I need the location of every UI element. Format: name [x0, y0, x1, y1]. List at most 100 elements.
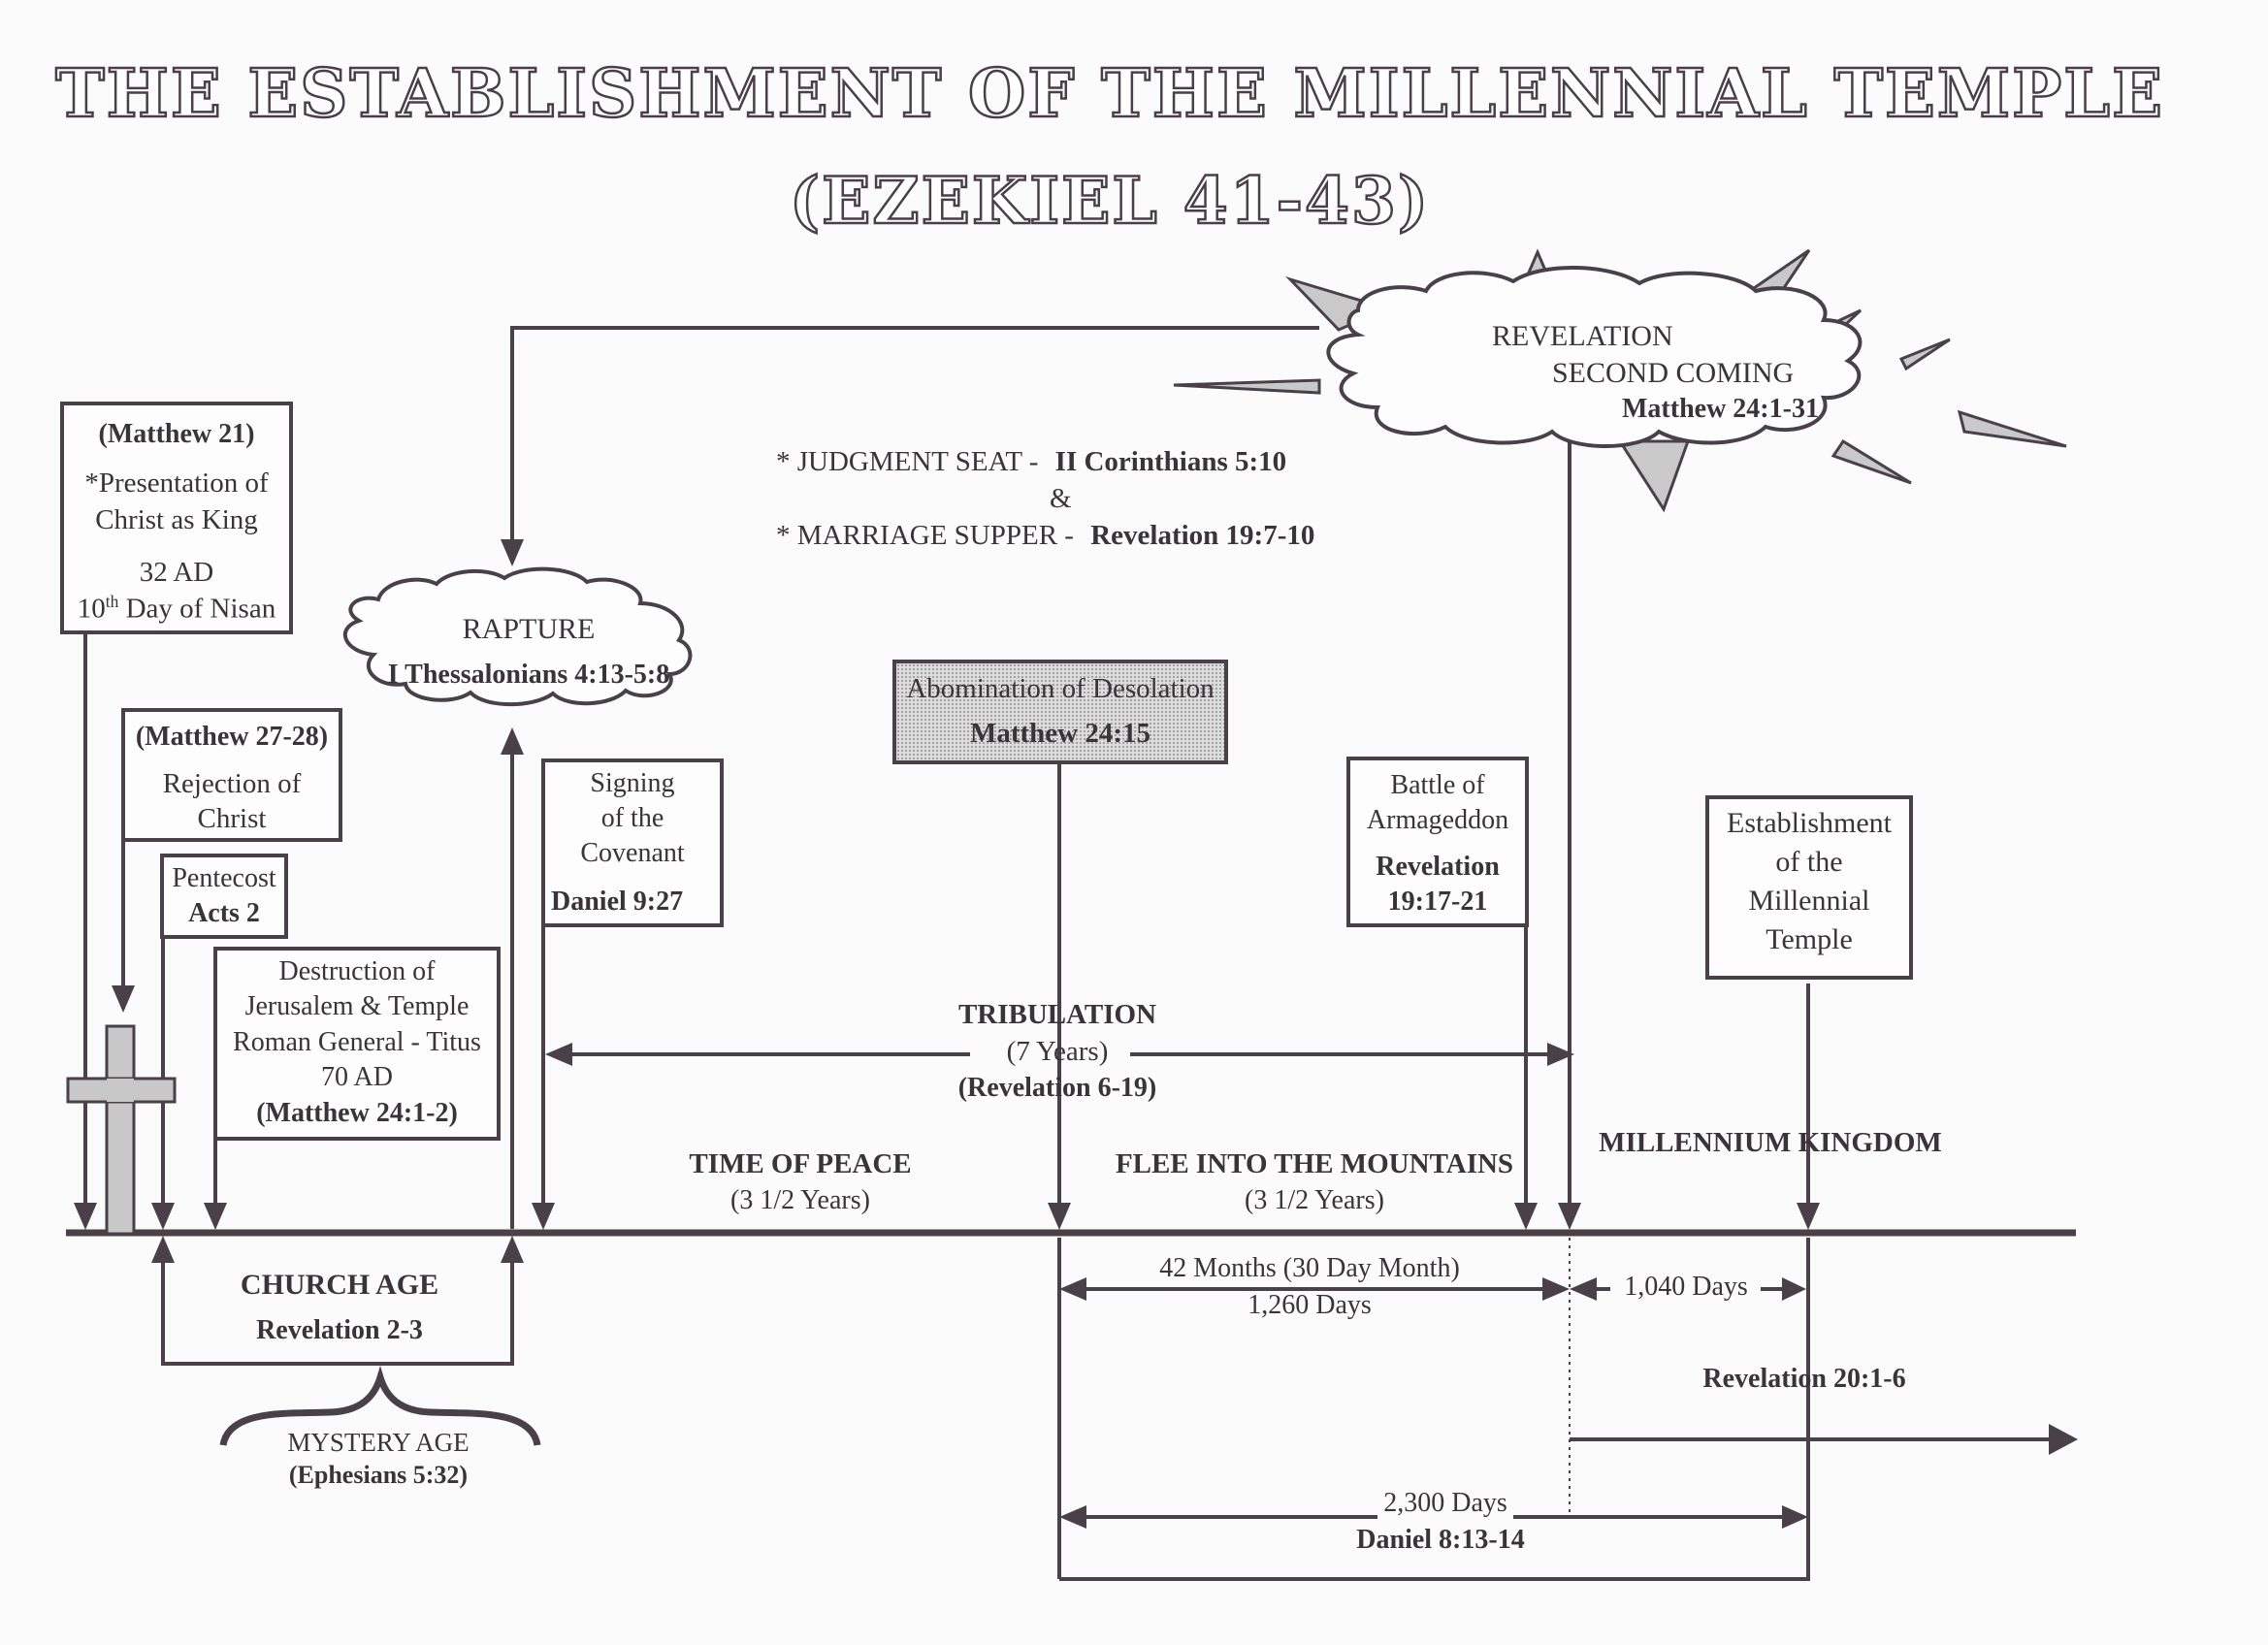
- destruction-year: 70 AD: [321, 1062, 393, 1092]
- rapture-cloud: [342, 566, 693, 707]
- arrow-down: [74, 1203, 97, 1230]
- second-coming-line2: SECOND COMING: [1552, 357, 1795, 389]
- second-coming-cloud: [1326, 266, 1863, 448]
- mystery-age-ref: (Ephesians 5:32): [288, 1461, 469, 1489]
- rejection-line2: Christ: [197, 803, 267, 834]
- cross-icon: [66, 1024, 177, 1236]
- arrow-up: [501, 727, 524, 755]
- armageddon-line2: Armageddon: [1366, 805, 1509, 835]
- judgment-ampersand: &: [1050, 483, 1072, 514]
- arrow-down: [112, 985, 135, 1013]
- covenant-line3: Covenant: [580, 838, 685, 868]
- presentation-box: (Matthew 21) *Presentation of Christ as …: [60, 402, 293, 634]
- peace-label: TIME OF PEACE: [689, 1148, 912, 1179]
- rapture-ref: I Thessalonians 4:13-5:8: [387, 660, 670, 690]
- covenant-ref: Daniel 9:27: [551, 887, 684, 917]
- flee-label: FLEE INTO THE MOUNTAINS: [1115, 1148, 1514, 1179]
- church-age-ref: Revelation 2-3: [256, 1315, 423, 1345]
- arrow-up: [151, 1236, 175, 1263]
- arrow-right: [1547, 1043, 1574, 1066]
- months-line2: 1,260 Days: [1247, 1290, 1372, 1320]
- marriage-supper-label: * MARRIAGE SUPPER -: [776, 520, 1074, 551]
- arrow-left: [545, 1043, 572, 1066]
- millennium-label: MILLENNIUM KINGDOM: [1599, 1127, 1942, 1158]
- arrow-up: [501, 1236, 524, 1263]
- rejection-ref: (Matthew 27-28): [135, 722, 329, 752]
- arrow-down: [532, 1203, 555, 1230]
- arrow-down: [204, 1203, 227, 1230]
- arrow-right: [1782, 1277, 1806, 1301]
- presentation-day-sup: th: [105, 592, 119, 611]
- armageddon-box: Battle of Armageddon Revelation 19:17-21: [1346, 757, 1529, 927]
- presentation-day: 10th Day of Nisan: [64, 592, 289, 626]
- arrow-down: [501, 539, 524, 566]
- temple-box: Establishment of the Millennial Temple: [1705, 795, 1913, 980]
- church-age-label: CHURCH AGE: [240, 1269, 439, 1301]
- judgment-seat: * JUDGMENT SEAT - II Corinthians 5:10: [776, 446, 1286, 478]
- pentecost-box: Pentecost Acts 2: [160, 854, 288, 939]
- judgment-seat-ref: II Corinthians 5:10: [1054, 446, 1287, 477]
- peace-years: (3 1/2 Years): [730, 1185, 870, 1215]
- armageddon-ref2: 19:17-21: [1387, 887, 1488, 917]
- pentecost-line1: Pentecost: [172, 863, 276, 893]
- arrow-down: [1514, 1203, 1538, 1230]
- destruction-ref: (Matthew 24:1-2): [256, 1098, 458, 1128]
- abomination-ref: Matthew 24:15: [969, 718, 1151, 749]
- arrow-down: [151, 1203, 175, 1230]
- revelation-to-rapture-line: [510, 326, 1319, 543]
- presentation-day-num: 10: [77, 593, 106, 625]
- covenant-box: Signing of the Covenant Daniel 9:27: [541, 758, 724, 927]
- arrow-left: [1059, 1277, 1086, 1301]
- rejection-box: (Matthew 27-28) Rejection of Christ: [121, 708, 342, 842]
- abomination-box: Abomination of Desolation Matthew 24:15: [892, 660, 1228, 764]
- arrow-left: [1570, 1277, 1597, 1301]
- page-subtitle: (EZEKIEL 41-43): [789, 163, 1431, 239]
- arrow-right: [1782, 1505, 1808, 1529]
- second-coming-ref: Matthew 24:1-31: [1622, 394, 1819, 424]
- destruction-box: Destruction of Jerusalem & Temple Roman …: [213, 947, 501, 1141]
- temple-line1: Establishment: [1727, 807, 1892, 839]
- presentation-line2: Christ as King: [95, 504, 258, 535]
- presentation-line1: *Presentation of: [84, 468, 269, 499]
- second-coming-line1: REVELATION: [1492, 320, 1673, 352]
- tribulation-ref: (Revelation 6-19): [957, 1073, 1157, 1103]
- presentation-day-rest: Day of Nisan: [125, 593, 276, 625]
- arrow-right: [1542, 1277, 1570, 1301]
- mystery-age-label: MYSTERY AGE: [287, 1428, 470, 1457]
- destruction-line1: Destruction of: [278, 956, 436, 986]
- days-2300-ref: Daniel 8:13-14: [1356, 1525, 1525, 1555]
- destruction-line2: Jerusalem & Temple: [244, 991, 470, 1021]
- pentecost-ref: Acts 2: [188, 898, 260, 928]
- armageddon-line1: Battle of: [1390, 770, 1485, 800]
- rapture-label: RAPTURE: [462, 613, 596, 645]
- tribulation-label: TRIBULATION: [957, 999, 1157, 1030]
- months-line1: 42 Months (30 Day Month): [1125, 1253, 1494, 1285]
- days-1040: 1,040 Days: [1624, 1272, 1748, 1302]
- millennium-ref: Revelation 20:1-6: [1702, 1364, 1906, 1394]
- temple-line2: of the: [1775, 846, 1843, 878]
- marriage-supper-ref: Revelation 19:7-10: [1090, 520, 1315, 551]
- temple-line3: Millennial: [1748, 885, 1870, 917]
- mystery-age-brace: [219, 1365, 541, 1446]
- abomination-line1: Abomination of Desolation: [906, 673, 1215, 704]
- armageddon-ref1: Revelation: [1376, 852, 1500, 882]
- arrow-left: [1059, 1505, 1086, 1529]
- rejection-line1: Rejection of: [162, 768, 302, 799]
- presentation-year: 32 AD: [139, 557, 214, 588]
- flee-years: (3 1/2 Years): [1245, 1185, 1384, 1215]
- temple-line4: Temple: [1766, 923, 1853, 955]
- arrow-right: [2049, 1424, 2078, 1455]
- presentation-ref: (Matthew 21): [98, 419, 255, 449]
- destruction-line3: Roman General - Titus: [233, 1027, 481, 1057]
- arrow-down: [1558, 1203, 1581, 1230]
- page-title: THE ESTABLISHMENT OF THE MILLENNIAL TEMP…: [54, 55, 2164, 134]
- days-2300: 2,300 Days: [1383, 1488, 1507, 1518]
- arrow-down: [1048, 1203, 1071, 1230]
- marriage-supper: * MARRIAGE SUPPER - Revelation 19:7-10: [776, 520, 1314, 552]
- arrow-down: [1797, 1203, 1820, 1230]
- judgment-seat-label: * JUDGMENT SEAT -: [776, 446, 1039, 477]
- arrowheads: [74, 539, 2078, 1529]
- covenant-line1: Signing: [590, 768, 675, 798]
